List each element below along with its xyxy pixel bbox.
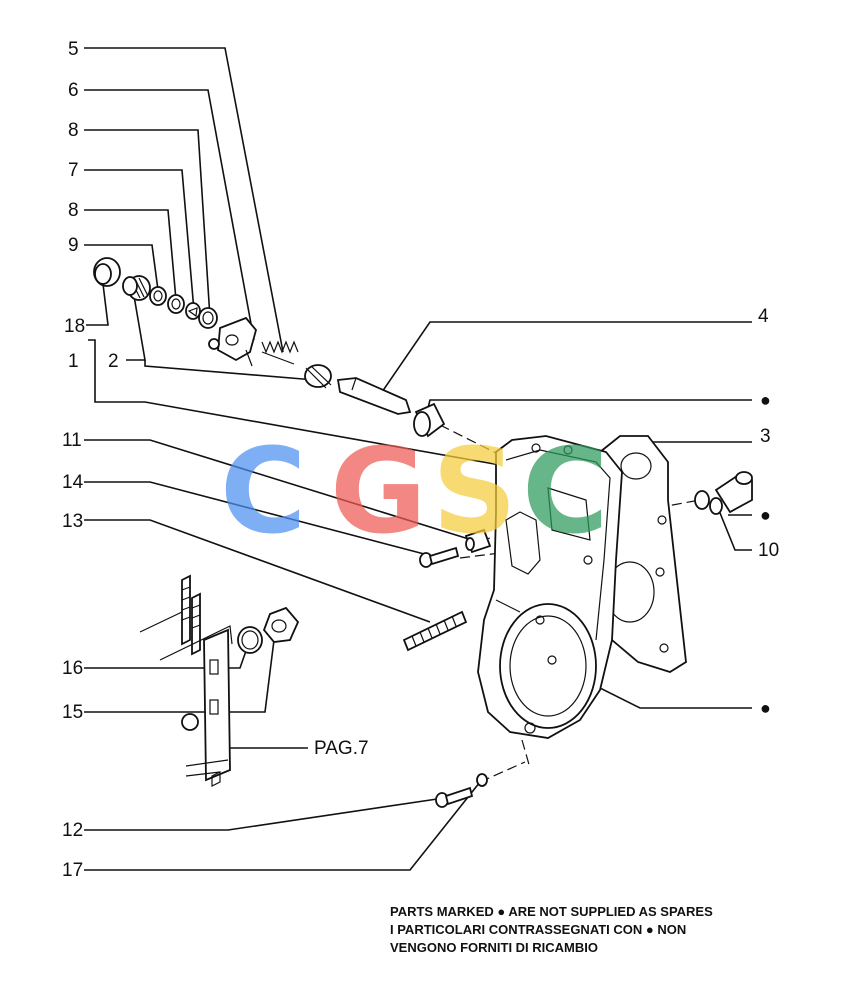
part-4-shaft xyxy=(336,377,412,415)
bullet-marker-2: ● xyxy=(760,505,771,525)
callout-8b: 8 xyxy=(68,200,79,221)
callout-15: 15 xyxy=(62,702,83,723)
callout-7: 7 xyxy=(68,160,79,181)
part-10-washer xyxy=(694,490,723,515)
part-12-screw xyxy=(435,786,474,808)
watermark: C G S C xyxy=(220,422,609,560)
watermark-letter-4: C xyxy=(522,422,609,560)
part-18-cap xyxy=(93,257,121,287)
part-14-screw xyxy=(419,546,460,568)
inset-lever-assembly xyxy=(139,574,233,787)
callout-12: 12 xyxy=(62,820,83,841)
watermark-letter-2: G xyxy=(330,422,427,560)
spares-note-line-1: PARTS MARKED ● ARE NOT SUPPLIED AS SPARE… xyxy=(390,904,713,919)
bullet-marker-3: ● xyxy=(760,698,771,718)
callout-labels: 5 6 8 7 8 9 18 1 2 4 3 11 14 13 10 16 15… xyxy=(62,39,779,881)
spares-note: PARTS MARKED ● ARE NOT SUPPLIED AS SPARE… xyxy=(390,903,770,957)
callout-11: 11 xyxy=(62,430,82,451)
callout-16: 16 xyxy=(62,658,83,679)
callout-18: 18 xyxy=(64,316,85,337)
callout-4: 4 xyxy=(758,306,769,327)
part-7-ring xyxy=(167,294,185,314)
bushing-unsupplied xyxy=(413,402,446,438)
housing-body xyxy=(477,435,623,739)
callout-1: 1 xyxy=(68,351,79,372)
watermark-letter-1: C xyxy=(220,422,307,560)
banjo-fitting-unsupplied xyxy=(714,471,753,514)
part-8-washer xyxy=(149,286,167,306)
part-5-spring xyxy=(261,340,299,365)
part-17-washer xyxy=(476,773,488,787)
part-16-ring xyxy=(237,626,263,654)
spares-note-line-2: I PARTICOLARI CONTRASSEGNATI CON ● NON xyxy=(390,922,687,937)
part-11-clip xyxy=(464,528,492,554)
page-ref-label: PAG.7 xyxy=(314,738,369,759)
callout-10: 10 xyxy=(758,540,779,561)
callout-17: 17 xyxy=(62,860,83,881)
bullet-marker-1: ● xyxy=(760,390,771,410)
part-8-ring xyxy=(198,307,218,329)
part-6-lever xyxy=(208,316,257,367)
part-15-plug xyxy=(262,606,300,643)
callout-13: 13 xyxy=(62,511,83,532)
part-9-plug xyxy=(122,275,151,301)
callout-9: 9 xyxy=(68,235,79,256)
callout-3: 3 xyxy=(760,426,771,447)
callout-5: 5 xyxy=(68,39,79,60)
part-13-stud xyxy=(402,610,468,652)
part-8-washer-2 xyxy=(185,302,201,320)
callout-8a: 8 xyxy=(68,120,79,141)
part-2-bush xyxy=(304,364,332,389)
watermark-letter-3: S xyxy=(432,422,517,560)
bullet-markers: ● ● ● xyxy=(760,390,771,718)
callout-6: 6 xyxy=(68,80,79,101)
callout-2: 2 xyxy=(108,351,119,372)
callout-14: 14 xyxy=(62,472,84,493)
spares-note-line-3: VENGONO FORNITI DI RICAMBIO xyxy=(390,940,598,955)
